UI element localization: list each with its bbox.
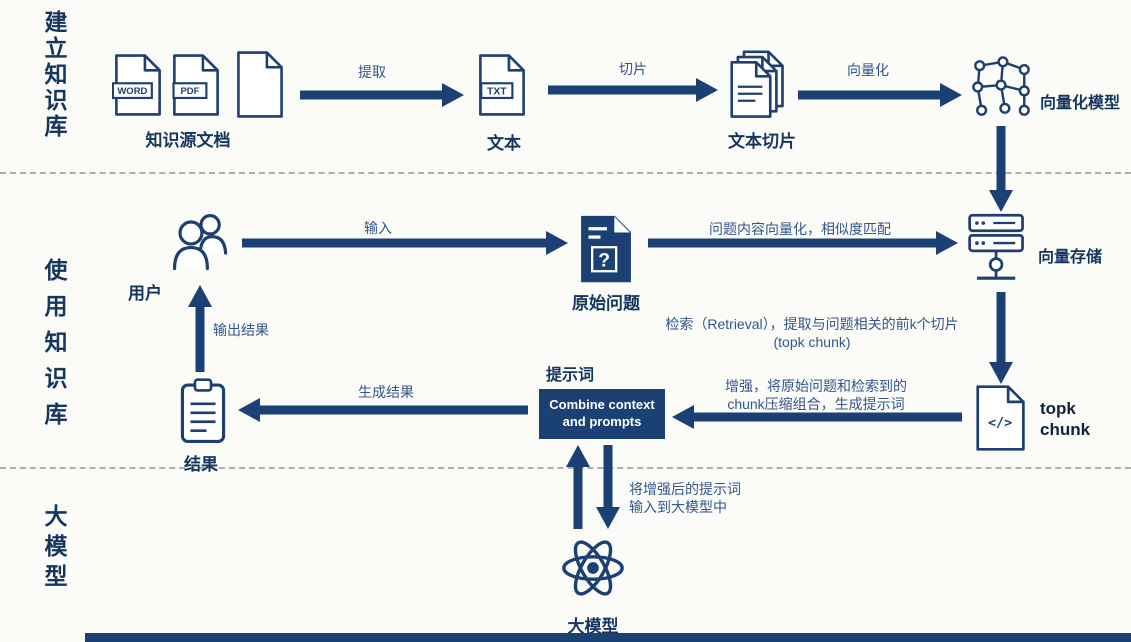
- generate-label: 生成结果: [358, 384, 414, 400]
- txt-doc-icon: TXT: [479, 54, 525, 116]
- arrow-vectorize: [798, 83, 962, 107]
- word-badge: WORD: [117, 86, 147, 97]
- extract-label: 提取: [358, 64, 386, 80]
- similarity-label: 问题内容向量化，相似度匹配: [709, 221, 891, 237]
- section-label-model: 大模型: [41, 504, 67, 594]
- vector-model-icon: [972, 56, 1030, 116]
- word-doc-icon: WORD: [112, 54, 161, 116]
- text-chunks-label: 文本切片: [728, 132, 796, 151]
- topk-label-line2: chunk: [1040, 420, 1091, 439]
- pdf-badge: PDF: [180, 86, 199, 97]
- augment-label-line2: chunk压缩组合，生成提示词: [727, 396, 905, 412]
- arrow-slice: [548, 78, 718, 102]
- bottom-accent-bar: [85, 633, 1131, 642]
- arrow-input: [242, 231, 568, 255]
- retrieval-label-line1: 检索（Retrieval），提取与问题相关的前k个切片: [665, 316, 959, 332]
- result-label: 结果: [184, 455, 218, 474]
- topk-label: topk chunk: [1040, 398, 1090, 440]
- arrow-prompt-down: [596, 445, 620, 529]
- topk-chunk-icon: </>: [976, 385, 1025, 451]
- augment-label-line1: 增强，将原始问题和检索到的: [725, 378, 907, 394]
- input-label: 输入: [364, 220, 392, 236]
- question-doc-icon: ?: [581, 215, 631, 283]
- to-llm-label-line2: 输入到大模型中: [629, 499, 727, 515]
- vector-store-icon: [968, 213, 1024, 280]
- vectorize-label: 向量化: [847, 62, 889, 78]
- arrow-extract: [300, 83, 464, 107]
- retrieval-label-line2: (topk chunk): [773, 334, 851, 350]
- source-docs-label: 知识源文档: [145, 131, 231, 150]
- blank-doc-icon: [237, 51, 283, 118]
- arrow-model-to-store: [989, 126, 1013, 212]
- output-label: 输出结果: [213, 322, 269, 338]
- users-icon: [172, 214, 228, 271]
- pdf-doc-icon: PDF: [172, 54, 219, 116]
- topk-glyph: </>: [988, 416, 1012, 431]
- section-label-use: 使用知识库: [41, 258, 67, 438]
- user-label: 用户: [128, 284, 162, 303]
- divider-top: [0, 172, 1131, 174]
- text-label: 文本: [487, 134, 521, 153]
- result-clipboard-icon: [180, 378, 226, 443]
- atom-icon: [562, 540, 624, 596]
- arrow-output: [188, 285, 212, 372]
- section-label-build: 建立知识库: [41, 10, 67, 140]
- slice-label: 切片: [619, 61, 647, 77]
- question-glyph: ?: [598, 250, 610, 272]
- txt-badge: TXT: [487, 87, 507, 98]
- llm-label: 大模型: [567, 617, 619, 636]
- vector-store-label: 向量存储: [1038, 249, 1103, 266]
- to-llm-label-line1: 将增强后的提示词: [629, 481, 741, 497]
- question-label: 原始问题: [572, 294, 640, 313]
- combine-context-box: Combine context and prompts: [539, 389, 665, 439]
- prompt-title: 提示词: [546, 367, 595, 384]
- divider-bottom: [0, 467, 1131, 469]
- vector-model-label: 向量化模型: [1040, 95, 1121, 112]
- arrow-retrieval: [989, 292, 1013, 384]
- topk-label-line1: topk: [1040, 399, 1076, 418]
- text-chunks-icon: [730, 50, 784, 118]
- arrow-prompt-up: [566, 445, 590, 529]
